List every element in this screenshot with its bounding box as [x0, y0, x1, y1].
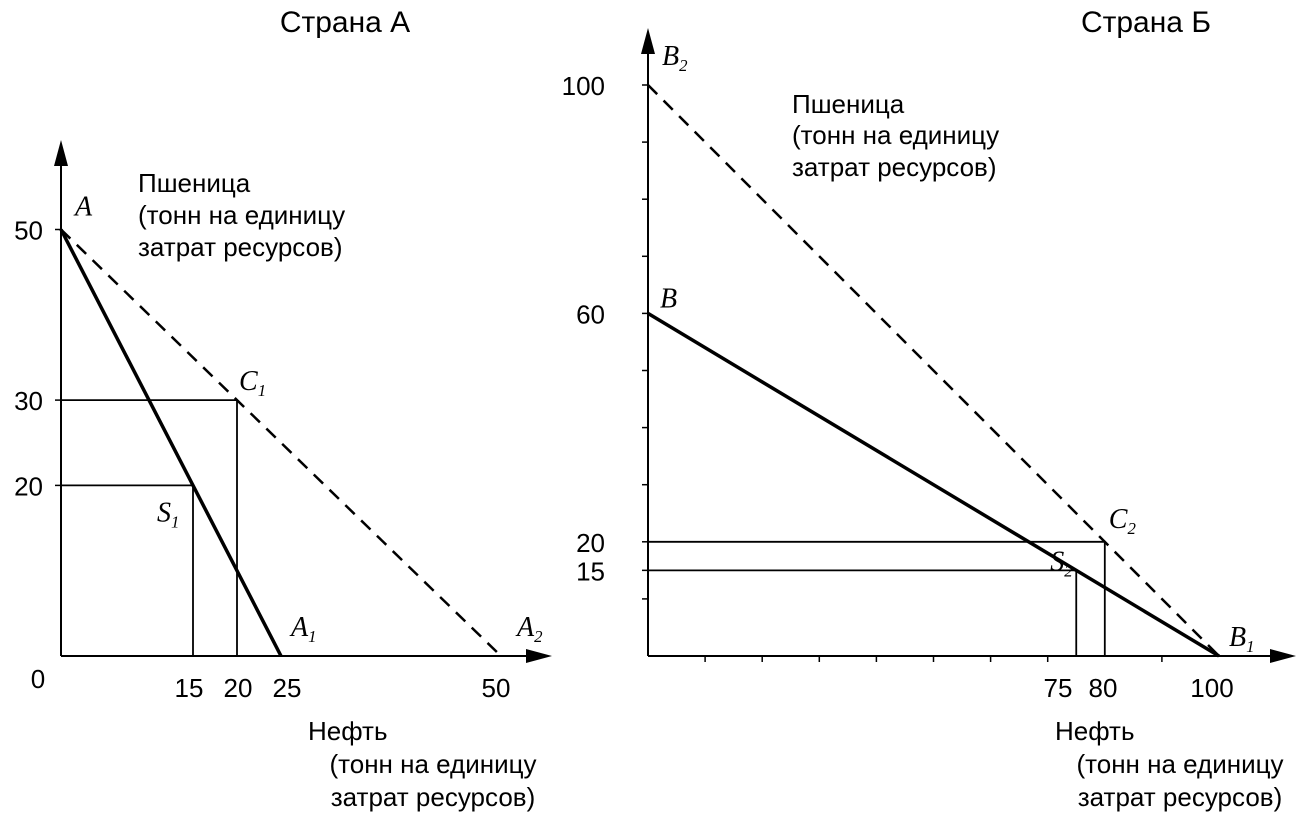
point-label: S1: [157, 497, 179, 531]
chart-title: Страна А: [280, 6, 410, 39]
point-label-letter: S: [157, 497, 171, 528]
point-label-subscript: 1: [258, 381, 266, 400]
x-axis-label: Нефть: [308, 716, 388, 746]
origin-label: 0: [31, 664, 45, 694]
point-label-letter: B: [662, 41, 679, 72]
point-label-subscript: 2: [1127, 519, 1136, 538]
x-tick-label: 20: [224, 673, 253, 703]
point-label-letter: C: [1109, 504, 1128, 535]
y-tick-label: 20: [576, 528, 605, 558]
y-tick-label: 30: [14, 386, 43, 416]
y-axis-label: Пшеница: [138, 168, 251, 198]
x-axis-arrow: [526, 649, 552, 663]
guide-line: [61, 484, 194, 656]
point-label-subscript: 1: [171, 512, 179, 531]
trade-line: [647, 84, 1220, 657]
point-label-letter: S: [1050, 546, 1064, 577]
y-tick-label: 50: [14, 216, 43, 246]
x-axis-arrow: [1270, 649, 1296, 663]
point-label: B1: [1229, 622, 1255, 656]
y-axis-label: (тонн на единицу: [138, 200, 345, 230]
point-label-subscript: 2: [679, 56, 688, 75]
point-label-subscript: 1: [1246, 637, 1254, 656]
point-label: A: [73, 192, 93, 223]
x-axis-label: (тонн на единицу: [1076, 749, 1283, 779]
x-axis-label: затрат ресурсов): [331, 782, 536, 812]
y-tick-label: 60: [576, 299, 605, 329]
chart-title: Страна Б: [1081, 6, 1211, 39]
x-axis-label: (тонн на единицу: [329, 749, 536, 779]
y-axis-arrow: [54, 140, 68, 166]
guide-line: [61, 399, 238, 656]
point-label-letter: A: [289, 612, 309, 643]
point-label: C2: [1109, 504, 1137, 538]
y-axis-label: Пшеница: [792, 89, 905, 119]
trade-line: [60, 228, 502, 657]
point-label: A1: [289, 612, 317, 646]
point-label: S2: [1050, 546, 1073, 580]
y-axis-label: затрат ресурсов): [138, 232, 343, 262]
y-tick-label: 100: [562, 71, 605, 101]
x-tick-label: 100: [1190, 673, 1233, 703]
guide-line: [648, 569, 1078, 656]
point-label-letter: B: [1229, 622, 1246, 653]
point-label-letter: C: [239, 366, 258, 397]
y-axis-arrow: [641, 28, 655, 54]
point-label: A2: [515, 612, 543, 646]
point-label: B2: [662, 41, 688, 75]
x-axis-label: Нефть: [1055, 716, 1135, 746]
x-tick-label: 25: [273, 673, 302, 703]
y-axis-label: затрат ресурсов): [792, 152, 997, 182]
production-possibility-line: [59, 228, 283, 657]
point-label-subscript: 1: [308, 627, 316, 646]
point-label-letter: A: [73, 192, 93, 223]
point-label-subscript: 2: [1064, 561, 1073, 580]
point-label: C1: [239, 366, 266, 400]
x-axis-label: затрат ресурсов): [1078, 782, 1283, 812]
x-tick-label: 15: [175, 673, 204, 703]
point-label-letter: A: [515, 612, 535, 643]
x-tick-label: 75: [1044, 673, 1073, 703]
point-label-letter: B: [660, 283, 677, 314]
guide-line: [648, 540, 1106, 656]
point-label-subscript: 2: [534, 627, 543, 646]
y-tick-label: 15: [576, 556, 605, 586]
production-possibility-line: [647, 311, 1220, 658]
y-axis-label: (тонн на единицу: [792, 120, 999, 150]
x-tick-label: 80: [1089, 673, 1118, 703]
point-label: B: [660, 283, 677, 314]
y-tick-label: 20: [14, 471, 43, 501]
x-tick-label: 50: [482, 673, 511, 703]
